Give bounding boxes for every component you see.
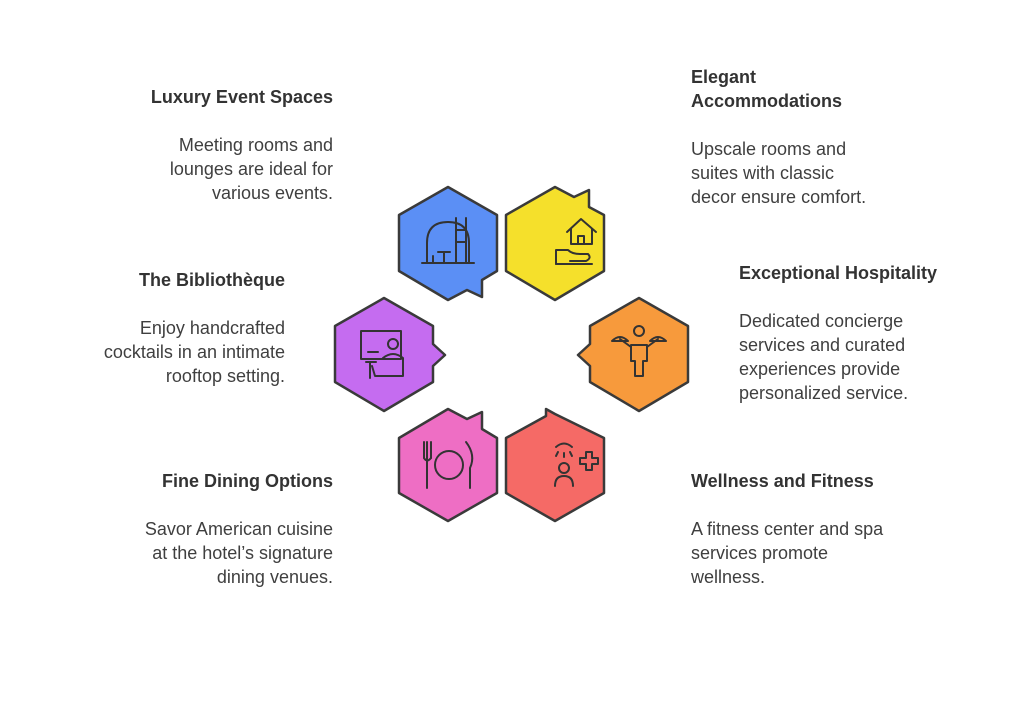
hex-wellness-shape <box>504 407 606 523</box>
hex-event-spaces <box>397 185 499 302</box>
description-line: various events. <box>211 183 333 203</box>
feature-bibliotheque: The Bibliothèque Enjoy handcrafted cockt… <box>55 268 285 388</box>
description-line: wellness. <box>691 567 766 587</box>
hex-event-spaces-shape <box>397 185 499 302</box>
title-line: Elegant <box>691 67 757 87</box>
description-line: decor ensure comfort. <box>691 187 867 207</box>
house-in-hand-icon <box>555 218 597 265</box>
description-line: Enjoy handcrafted <box>139 318 285 338</box>
feature-title: Exceptional Hospitality <box>739 263 938 283</box>
event-hall-icon <box>421 217 475 264</box>
lounge-presentation-icon <box>360 330 404 379</box>
description-line: services promote <box>691 543 829 563</box>
spa-health-icon <box>554 442 599 487</box>
feature-hospitality: Exceptional Hospitality Dedicated concie… <box>739 261 979 405</box>
feature-fine-dining: Fine Dining Options Savor American cuisi… <box>103 469 333 589</box>
description-line: Meeting rooms and <box>178 135 333 155</box>
feature-title: Fine Dining Options <box>162 471 333 491</box>
description-line: dining venues. <box>216 567 333 587</box>
feature-event-spaces: Luxury Event Spaces Meeting rooms and lo… <box>103 85 333 205</box>
feature-description: Dedicated concierge services and curated… <box>739 309 979 405</box>
description-line: Savor American cuisine <box>144 519 333 539</box>
hex-fine-dining <box>397 407 499 523</box>
feature-wellness: Wellness and Fitness A fitness center an… <box>691 469 921 589</box>
feature-title: The Bibliothèque <box>139 270 285 290</box>
hex-wellness <box>504 407 606 523</box>
description-line: at the hotel’s signature <box>152 543 333 563</box>
hex-accommodations-shape <box>504 185 606 302</box>
description-line: suites with classic <box>691 163 835 183</box>
description-line: personalized service. <box>739 383 909 403</box>
fork-plate-knife-icon <box>423 441 474 489</box>
feature-description: Upscale rooms and suites with classic de… <box>691 137 921 209</box>
hex-fine-dining-shape <box>397 407 499 523</box>
feature-description: Savor American cuisine at the hotel’s si… <box>103 517 333 589</box>
feature-title: Elegant Accommodations <box>691 65 921 113</box>
feature-description: Enjoy handcrafted cocktails in an intima… <box>55 316 285 388</box>
feature-description: Meeting rooms and lounges are ideal for … <box>103 133 333 205</box>
title-line: Accommodations <box>691 91 843 111</box>
description-line: experiences provide <box>739 359 901 379</box>
description-line: A fitness center and spa <box>691 519 884 539</box>
feature-accommodations: Elegant Accommodations Upscale rooms and… <box>691 65 921 209</box>
hex-bibliotheque <box>333 296 447 413</box>
description-line: rooftop setting. <box>165 366 285 386</box>
concierge-person-icon <box>611 325 667 377</box>
hex-hospitality-shape <box>576 296 690 413</box>
feature-title: Luxury Event Spaces <box>150 87 333 107</box>
feature-title: Wellness and Fitness <box>691 471 874 491</box>
description-line: lounges are ideal for <box>169 159 333 179</box>
description-line: services and curated <box>739 335 906 355</box>
description-line: cocktails in an intimate <box>103 342 285 362</box>
feature-description: A fitness center and spa services promot… <box>691 517 921 589</box>
description-line: Dedicated concierge <box>739 311 904 331</box>
hex-accommodations <box>504 185 606 302</box>
description-line: Upscale rooms and <box>691 139 847 159</box>
hex-hospitality <box>576 296 690 413</box>
